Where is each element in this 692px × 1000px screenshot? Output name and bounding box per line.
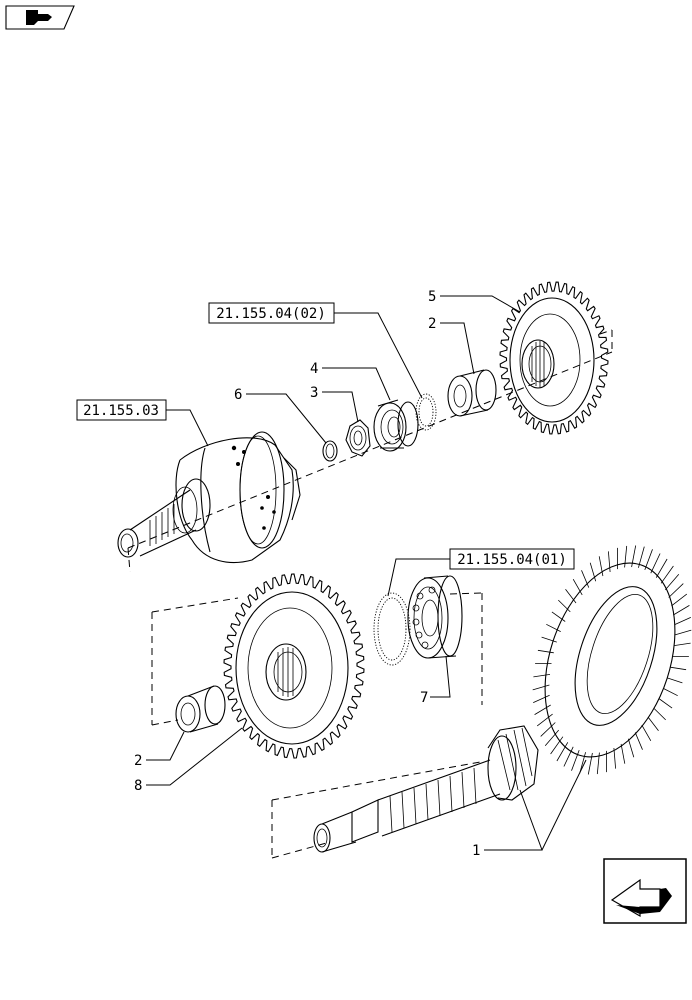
snap-ring-lower xyxy=(373,592,411,666)
pinion-shaft xyxy=(313,725,539,853)
callout-3: 3 xyxy=(310,385,318,401)
differential-housing xyxy=(117,431,301,563)
leader-lines xyxy=(146,295,587,851)
callout-1: 1 xyxy=(472,843,480,859)
callout-2-lower: 2 xyxy=(134,753,142,769)
callout-2-upper: 2 xyxy=(428,316,436,332)
book-navigation-icon[interactable] xyxy=(5,5,75,30)
callout-4: 4 xyxy=(310,361,318,377)
assembly-boundary-lower xyxy=(271,761,481,859)
ring-gear xyxy=(532,545,692,775)
callout-5: 5 xyxy=(428,289,436,305)
ref-label-21-155-04-01: 21.155.04(01) xyxy=(457,552,567,568)
return-arrow-icon[interactable] xyxy=(603,858,687,924)
ref-box-21-155-03[interactable]: 21.155.03 xyxy=(76,399,167,421)
bearing-7 xyxy=(407,575,463,659)
sleeve-2-upper xyxy=(447,369,497,417)
ref-box-21-155-04-02[interactable]: 21.155.04(02) xyxy=(208,302,335,324)
ref-box-21-155-04-01[interactable]: 21.155.04(01) xyxy=(449,548,575,570)
callout-8: 8 xyxy=(134,778,142,794)
assembly-boundary-upper xyxy=(127,329,613,573)
ref-label-21-155-04-02: 21.155.04(02) xyxy=(216,306,326,322)
sleeve-2-lower xyxy=(175,685,226,733)
gear-5 xyxy=(499,281,609,435)
callout-7: 7 xyxy=(420,690,428,706)
ref-label-21-155-03: 21.155.03 xyxy=(83,403,159,419)
assembly-boundary-middle xyxy=(151,592,483,726)
nut-3 xyxy=(345,419,371,457)
circlip-6 xyxy=(322,440,338,462)
snap-ring-upper xyxy=(415,393,437,431)
bearing-4 xyxy=(373,399,419,452)
callout-6: 6 xyxy=(234,387,242,403)
gear-8 xyxy=(223,573,365,759)
